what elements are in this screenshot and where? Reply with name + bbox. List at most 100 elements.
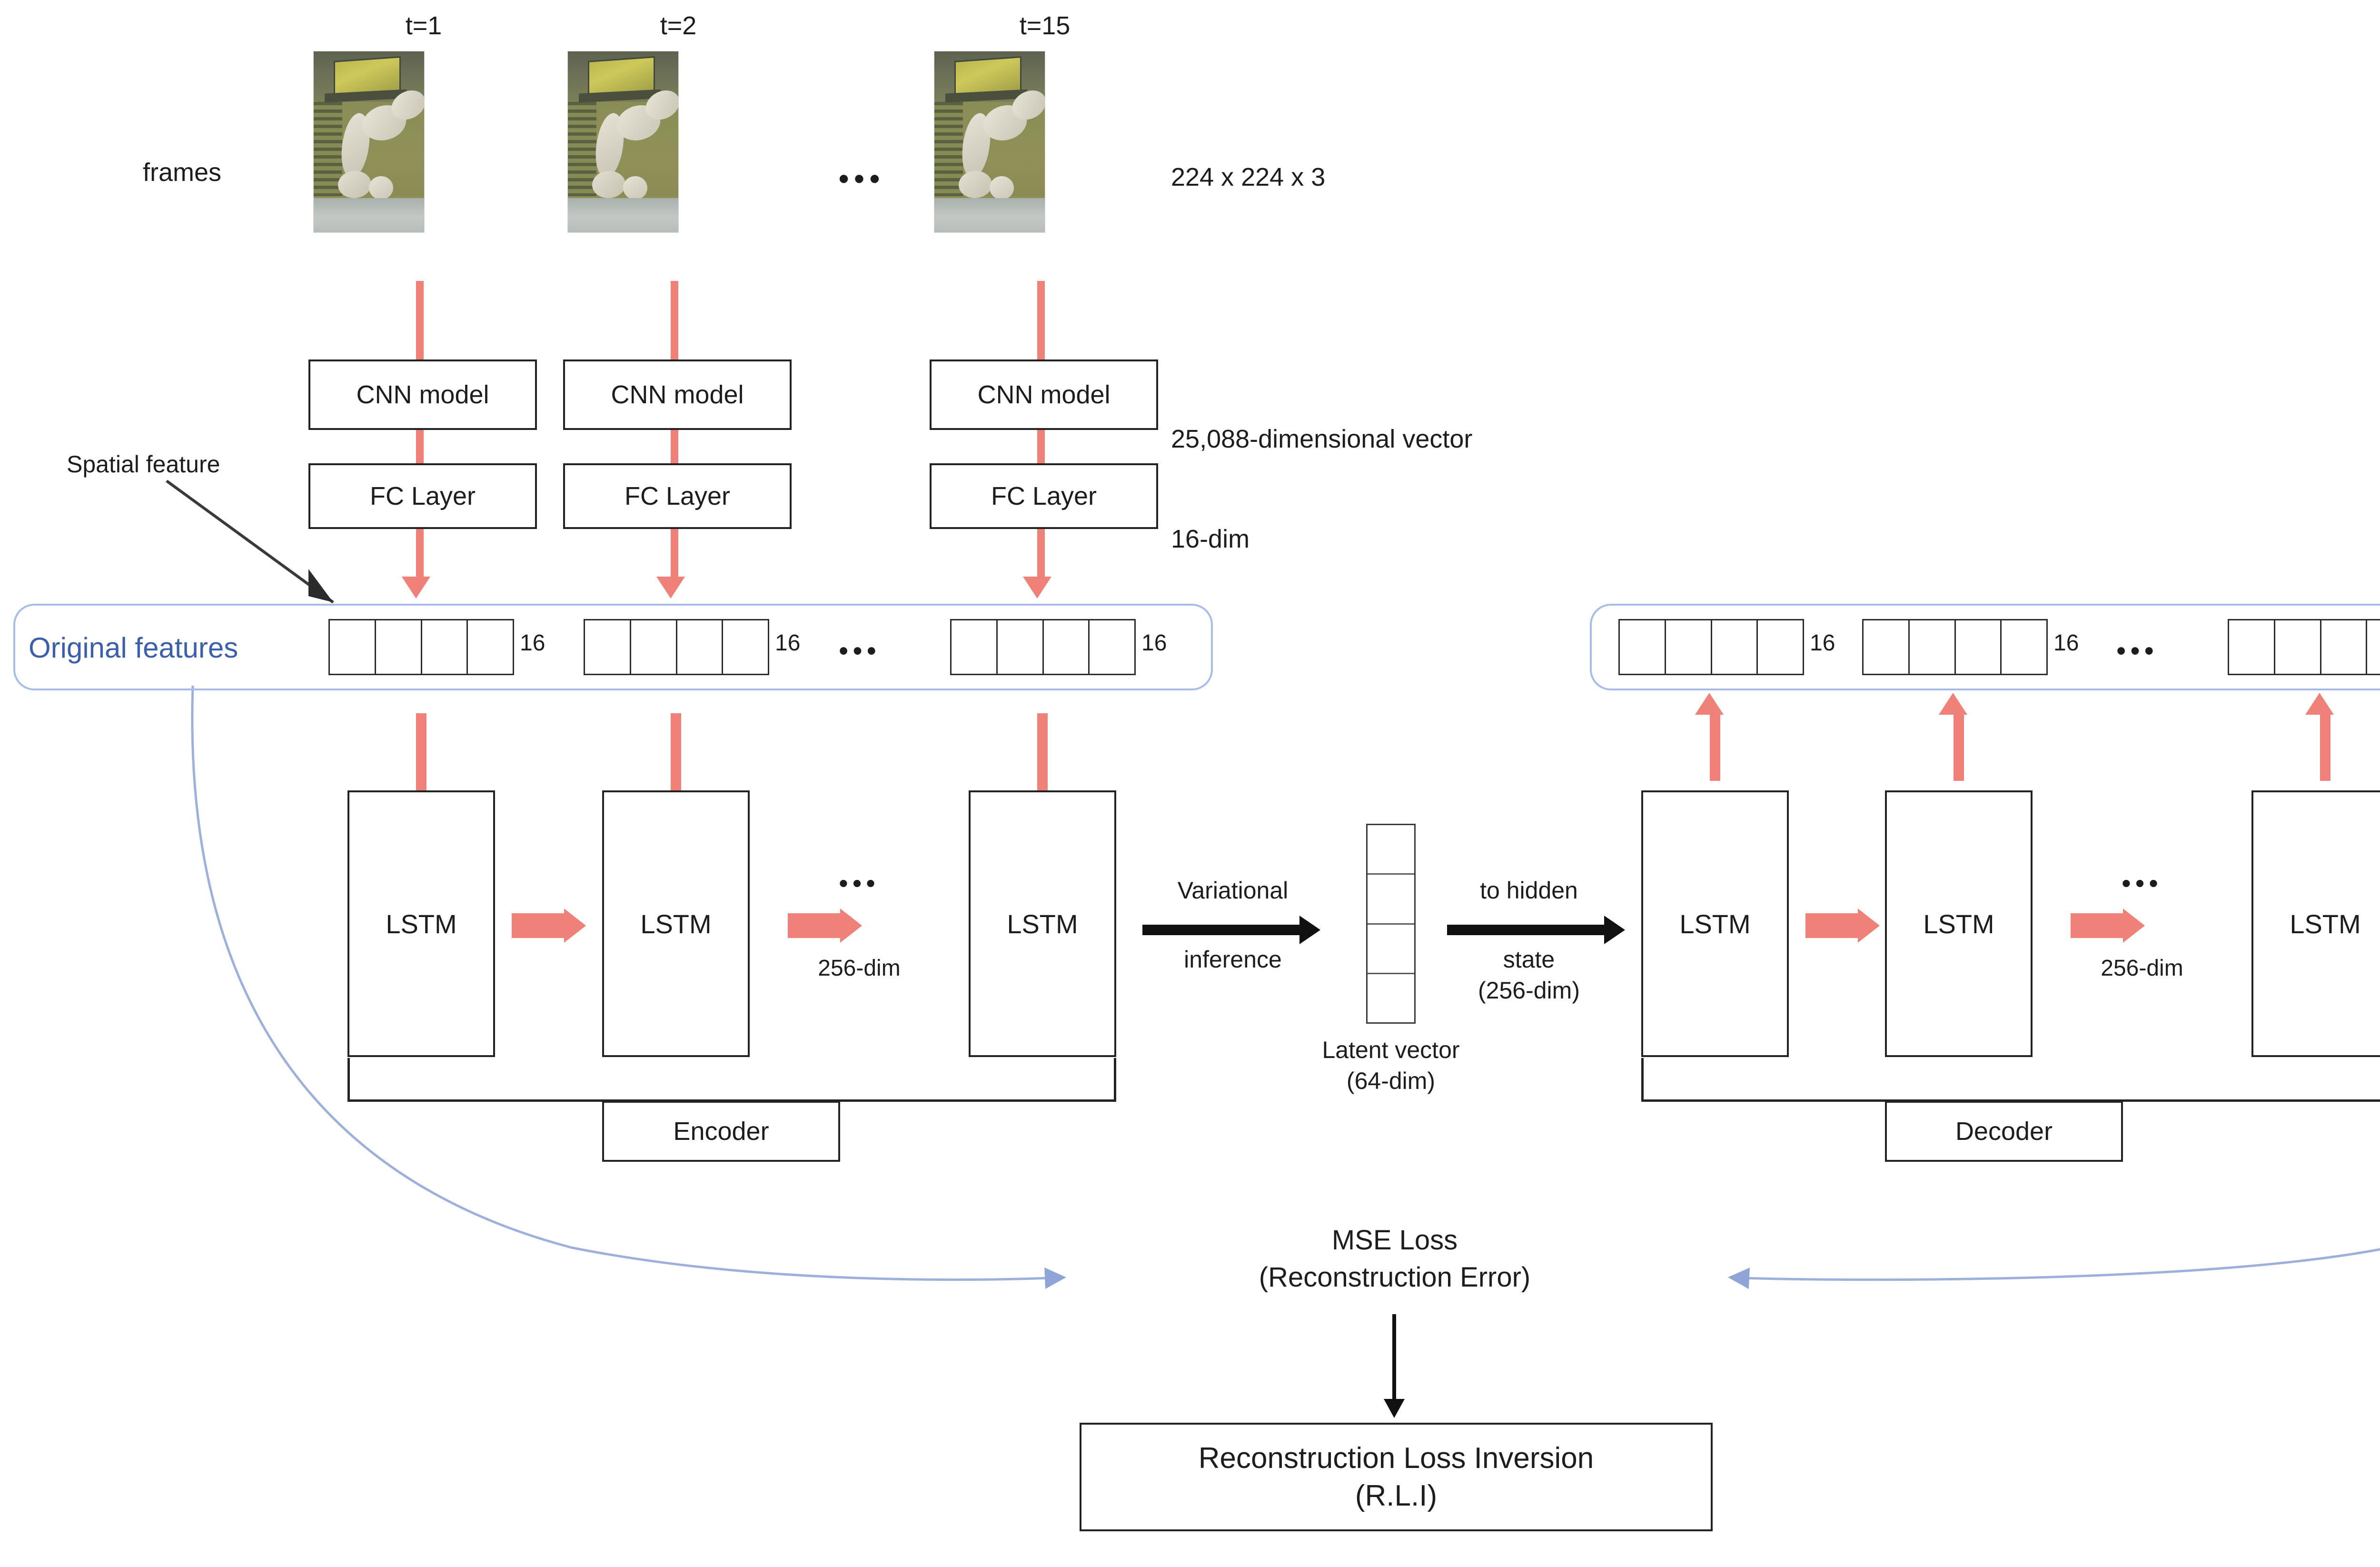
frame-size-label: 224 x 224 x 3 [1171, 163, 1326, 191]
cnn-model-box-2: CNN model [563, 359, 792, 430]
flow-line-fc-to-feat-2 [671, 529, 678, 581]
decoder-hidden-dim-label: 256-dim [2101, 956, 2183, 981]
rli-output-box: Reconstruction Loss Inversion (R.L.I) [1080, 1423, 1713, 1531]
flow-line-fc-to-feat-3 [1037, 529, 1045, 581]
decoder-recurrent-arrow-head-2 [2123, 908, 2145, 943]
reconstructed-features-ellipsis: ••• [2116, 635, 2158, 667]
flow-line-frame-to-cnn-2 [671, 281, 678, 374]
flow-line-feat-to-lstm-3 [1037, 713, 1048, 797]
flow-line-lstm-to-recon-1 [1710, 714, 1720, 781]
latent-vector-label-line1: Latent vector [1322, 1037, 1460, 1063]
spatial-feature-callout-label: Spatial feature [67, 451, 220, 478]
encoder-lstm-label-2: LSTM [640, 908, 712, 939]
fc-layer-label-3: FC Layer [991, 482, 1097, 510]
timestep-label-3: t=15 [1019, 11, 1071, 40]
flow-arrowhead-fc-to-feat-2 [656, 577, 685, 599]
original-feature-dim-1: 16 [520, 630, 545, 656]
original-features-ellipsis: ••• [839, 635, 881, 667]
to-hidden-state-label-line3: (256-dim) [1478, 977, 1580, 1004]
original-feature-vector-1 [328, 619, 514, 675]
original-feature-vector-3 [950, 619, 1136, 675]
video-frame-t15 [934, 51, 1045, 232]
rli-line-1: Reconstruction Loss Inversion [1198, 1441, 1594, 1475]
cnn-model-label-3: CNN model [977, 380, 1111, 409]
variational-inference-arrow-shaft [1142, 925, 1299, 935]
original-feature-dim-2: 16 [775, 630, 801, 656]
fc-layer-box-2: FC Layer [563, 463, 792, 529]
video-frame-t1 [314, 51, 424, 232]
original-feature-vector-2 [584, 619, 769, 675]
fc-layer-label-1: FC Layer [369, 482, 476, 510]
flow-arrowhead-lstm-to-recon-1 [1695, 693, 1724, 715]
encoder-recurrent-arrow-shaft-2 [788, 913, 840, 938]
fc-layer-label-2: FC Layer [624, 482, 731, 510]
cnn-model-box-1: CNN model [308, 359, 537, 430]
flow-arrowhead-fc-to-feat-1 [402, 577, 430, 599]
reconstructed-feature-vector-2 [1862, 619, 2048, 675]
decoder-lstm-label-3: LSTM [2290, 908, 2361, 939]
cnn-model-label-2: CNN model [611, 380, 744, 409]
encoder-recurrent-arrow-shaft-1 [512, 913, 564, 938]
encoder-bracket-label-box: Encoder [602, 1101, 840, 1162]
encoder-recurrent-arrow-head-1 [564, 908, 586, 943]
decoder-bracket [1641, 1058, 2380, 1102]
decoder-lstm-block-1: LSTM [1641, 790, 1789, 1057]
timestep-label-2: t=2 [660, 11, 697, 40]
frames-ellipsis: ••• [838, 161, 885, 196]
encoder-recurrent-arrow-head-2 [840, 908, 862, 943]
decoder-lstm-block-3: LSTM [2251, 790, 2380, 1057]
loss-to-output-arrow-shaft [1392, 1314, 1396, 1405]
flow-arrowhead-lstm-to-recon-3 [2305, 693, 2334, 715]
to-hidden-state-label-line1: to hidden [1480, 877, 1578, 904]
encoder-hidden-dim-label: 256-dim [818, 956, 901, 981]
flow-arrowhead-fc-to-feat-3 [1023, 577, 1051, 599]
loss-to-output-arrow-head [1384, 1399, 1405, 1418]
reconstructed-feature-dim-1: 16 [1810, 630, 1835, 656]
spatial-feature-arrowhead [308, 569, 333, 602]
reconstructed-feature-vector-1 [1618, 619, 1804, 675]
encoder-lstm-block-1: LSTM [347, 790, 495, 1057]
original-features-label: Original features [29, 632, 238, 664]
encoder-lstm-block-3: LSTM [969, 790, 1116, 1057]
to-hidden-state-arrow-head [1604, 916, 1625, 944]
encoder-bracket [347, 1058, 1116, 1102]
flow-line-cnn-to-fc-2 [671, 430, 678, 470]
cnn-output-dim-label: 25,088-dimensional vector [1171, 425, 1473, 453]
variational-inference-label-line2: inference [1184, 946, 1282, 973]
fc-layer-box-1: FC Layer [308, 463, 537, 529]
original-features-container [13, 604, 1213, 690]
decoder-bracket-label-box: Decoder [1885, 1101, 2123, 1162]
flow-line-frame-to-cnn-3 [1037, 281, 1045, 374]
latent-vector-label-line2: (64-dim) [1346, 1068, 1436, 1094]
decoder-lstm-label-2: LSTM [1923, 908, 1994, 939]
to-hidden-state-label-line2: state [1503, 946, 1555, 973]
encoder-label: Encoder [673, 1117, 769, 1146]
frames-row-label: frames [143, 158, 222, 187]
fc-output-dim-label: 16-dim [1171, 525, 1250, 553]
flow-line-cnn-to-fc-1 [416, 430, 424, 470]
encoder-lstm-block-2: LSTM [602, 790, 750, 1057]
mse-loss-title: MSE Loss [1331, 1225, 1458, 1256]
flow-line-fc-to-feat-1 [416, 529, 424, 581]
flow-line-feat-to-lstm-1 [416, 713, 426, 797]
variational-inference-arrow-head [1299, 916, 1320, 944]
video-frame-t2 [568, 51, 678, 232]
rli-line-2: (R.L.I) [1355, 1479, 1438, 1512]
reconstructed-feature-dim-2: 16 [2053, 630, 2079, 656]
flow-line-lstm-to-recon-2 [1954, 714, 1964, 781]
flow-line-cnn-to-fc-3 [1037, 430, 1045, 470]
original-feature-dim-3: 16 [1141, 630, 1167, 656]
decoder-ellipsis: ••• [2122, 868, 2162, 898]
cnn-model-box-3: CNN model [930, 359, 1158, 430]
encoder-lstm-label-3: LSTM [1007, 908, 1078, 939]
reconstructed-feature-vector-3 [2228, 619, 2380, 675]
decoder-recurrent-arrow-shaft-2 [2071, 913, 2123, 938]
variational-inference-label-line1: Variational [1177, 877, 1289, 904]
cnn-model-label-1: CNN model [356, 380, 489, 409]
decoder-label: Decoder [1955, 1117, 2053, 1146]
encoder-ellipsis: ••• [839, 868, 880, 898]
decoder-recurrent-arrow-head-1 [1858, 908, 1880, 943]
decoder-lstm-block-2: LSTM [1885, 790, 2033, 1057]
